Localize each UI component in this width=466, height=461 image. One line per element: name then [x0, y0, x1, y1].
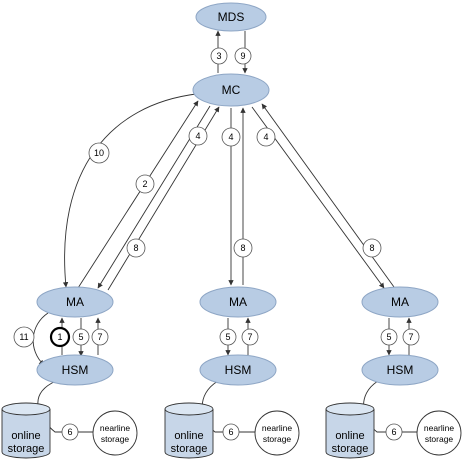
node-hsm-right: HSM: [361, 354, 439, 386]
step-11: 11: [13, 326, 35, 348]
svg-text:4: 4: [195, 131, 200, 141]
svg-text:8: 8: [240, 243, 245, 253]
svg-text:6: 6: [67, 427, 72, 437]
node-mc: MC: [192, 73, 270, 107]
online-storage-center: online storage: [164, 402, 214, 459]
svg-text:8: 8: [133, 243, 138, 253]
step-4-left: 4: [188, 126, 208, 146]
step-8-left: 8: [126, 238, 146, 258]
node-ma-right-label: MA: [391, 295, 409, 309]
node-mc-label: MC: [222, 83, 241, 97]
step-1: 1: [49, 326, 71, 348]
edge-ma-right-to-mc: [261, 103, 395, 288]
step-8-center: 8: [233, 238, 253, 258]
node-hsm-center-label: HSM: [225, 363, 252, 377]
node-ma-right: MA: [361, 286, 439, 318]
svg-text:10: 10: [94, 148, 104, 158]
step-6-right: 6: [385, 423, 403, 441]
step-7-center: 7: [241, 328, 259, 346]
node-hsm-left-label: HSM: [62, 363, 89, 377]
svg-text:4: 4: [228, 132, 233, 142]
nearline-storage-right-label-2: storage: [425, 434, 454, 444]
step-7-right: 7: [402, 328, 420, 346]
step-4-center: 4: [221, 127, 241, 147]
online-storage-right-label-2: storage: [332, 443, 369, 455]
svg-text:5: 5: [225, 332, 230, 342]
online-storage-center-label-1: online: [174, 430, 203, 442]
step-5-center: 5: [219, 328, 237, 346]
nearline-storage-center: nearline storage: [254, 410, 300, 456]
step-markers: 3 9 10 2 4 4 4 8 8 8 11 1 5 7 5 7 5 7 6 …: [13, 47, 420, 441]
node-hsm-center: HSM: [199, 354, 277, 386]
step-9: 9: [234, 47, 252, 65]
online-storage-right: online storage: [325, 402, 375, 459]
online-storage-left-label-1: online: [11, 430, 40, 442]
nearline-storage-left-label-1: nearline: [100, 423, 131, 433]
node-ma-center: MA: [199, 286, 277, 318]
svg-text:2: 2: [142, 179, 147, 189]
step-4-right: 4: [256, 127, 276, 147]
svg-text:8: 8: [369, 243, 374, 253]
nearline-storage-right-label-1: nearline: [424, 423, 455, 433]
svg-text:5: 5: [78, 332, 83, 342]
edge-ma-left-to-hsm-11: [32, 312, 49, 366]
svg-text:5: 5: [386, 332, 391, 342]
node-ma-left: MA: [36, 286, 114, 318]
online-storage-left: online storage: [1, 402, 51, 459]
step-6-left: 6: [61, 423, 79, 441]
step-5-left: 5: [72, 328, 90, 346]
svg-text:7: 7: [247, 332, 252, 342]
node-mds: MDS: [195, 2, 267, 32]
step-8-right: 8: [362, 238, 382, 258]
step-5-right: 5: [380, 328, 398, 346]
svg-text:3: 3: [216, 51, 221, 61]
step-10: 10: [88, 142, 110, 164]
nearline-storage-center-label-2: storage: [263, 434, 292, 444]
node-ma-center-label: MA: [229, 295, 247, 309]
step-2: 2: [135, 174, 155, 194]
edge-mc-to-ma-left-curve: [62, 93, 197, 288]
svg-text:9: 9: [240, 51, 245, 61]
step-6-center: 6: [222, 423, 240, 441]
node-mds-label: MDS: [218, 10, 245, 24]
online-storage-right-label-1: online: [335, 430, 364, 442]
edge-ma-left-to-mc: [77, 100, 199, 289]
node-hsm-left: HSM: [36, 354, 114, 386]
nearline-storage-right: nearline storage: [416, 410, 462, 456]
online-storage-left-label-2: storage: [8, 443, 45, 455]
online-storage-center-label-2: storage: [171, 443, 208, 455]
step-7-left: 7: [91, 328, 109, 346]
svg-text:4: 4: [263, 132, 268, 142]
svg-text:7: 7: [97, 332, 102, 342]
node-ma-left-label: MA: [66, 295, 84, 309]
svg-text:6: 6: [228, 427, 233, 437]
nearline-storage-left: nearline storage: [92, 410, 138, 456]
nearline-storage-center-label-1: nearline: [262, 423, 293, 433]
step-3: 3: [210, 47, 228, 65]
svg-text:7: 7: [408, 332, 413, 342]
node-hsm-right-label: HSM: [387, 363, 414, 377]
svg-text:6: 6: [391, 427, 396, 437]
nearline-storage-left-label-2: storage: [101, 434, 130, 444]
svg-text:1: 1: [57, 332, 62, 342]
svg-text:11: 11: [19, 332, 28, 342]
